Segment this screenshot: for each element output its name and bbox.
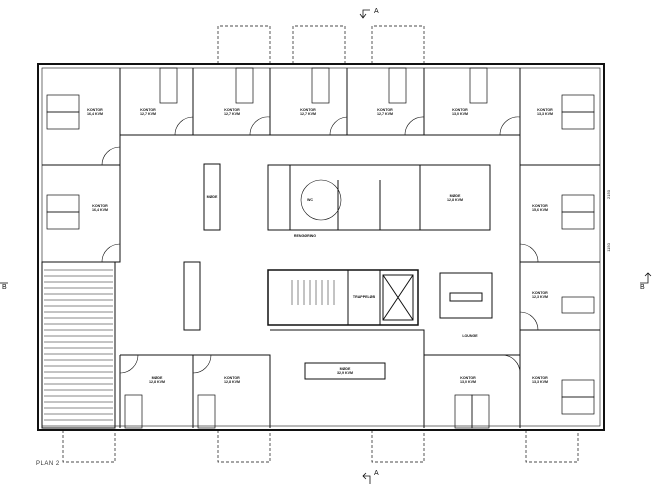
section-b-left-label: B: [2, 284, 7, 291]
balconies: [62, 25, 579, 463]
room-label: LOUNGE: [462, 334, 478, 338]
meeting-table-bottom: [304, 362, 386, 380]
section-b-right-label: B: [640, 284, 645, 291]
stair-left: [41, 261, 116, 429]
dimension-label: 1150: [605, 243, 611, 252]
dimension-label: 2150: [605, 190, 611, 199]
room-label: WC: [307, 198, 313, 202]
outer-wall: [37, 63, 605, 431]
room-label: RENGØRING: [293, 234, 317, 238]
section-a-bottom-marker: [362, 472, 371, 484]
section-a-top-marker: [359, 9, 370, 19]
side-table: [203, 163, 221, 231]
section-b-right-marker: [640, 272, 652, 284]
plan-title: PLAN 2: [36, 461, 60, 467]
section-a-top-label: A: [374, 8, 379, 15]
lounge-set: [439, 272, 493, 319]
room-label: MØDE: [206, 195, 218, 199]
meeting-table-left: [183, 261, 201, 331]
section-a-bottom-label: A: [374, 470, 379, 477]
room-label: TRAPPELØB: [352, 295, 376, 299]
